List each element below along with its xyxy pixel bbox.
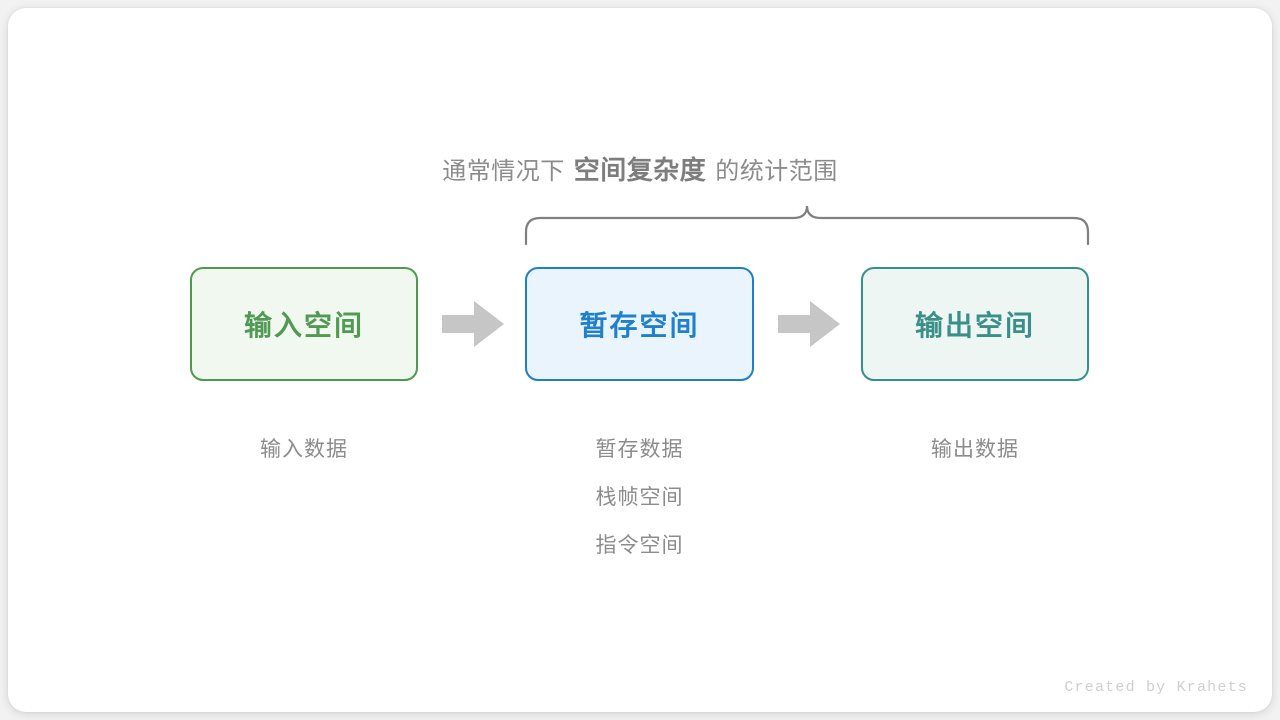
arrow-right-icon [778, 301, 840, 347]
arrow-right-icon [442, 301, 504, 347]
sub-labels-output: 输出数据 [861, 426, 1089, 474]
box-input-space-label: 输入空间 [243, 310, 364, 341]
brace-caption: 通常情况下空间复杂度的统计范围 [0, 150, 1280, 187]
box-input-space[interactable]: 输入空间 [190, 267, 418, 381]
sub-label: 输出数据 [931, 438, 1019, 461]
sub-label: 输入数据 [260, 438, 348, 461]
sub-labels-input: 输入数据 [190, 426, 418, 474]
caption-prefix: 通常情况下 [442, 158, 565, 185]
caption-emphasis: 空间复杂度 [573, 155, 707, 185]
box-temp-space-label: 暂存空间 [579, 310, 700, 341]
box-output-space-label: 输出空间 [914, 310, 1035, 341]
sub-labels-temp: 暂存数据 栈帧空间 指令空间 [525, 426, 754, 570]
sub-label: 暂存数据 [595, 438, 684, 461]
curly-brace-icon [524, 205, 1090, 246]
box-temp-space[interactable]: 暂存空间 [525, 267, 754, 381]
sub-label: 指令空间 [595, 534, 684, 557]
sub-label: 栈帧空间 [595, 486, 684, 509]
signature-text: Created by Krahets [1064, 679, 1248, 696]
box-output-space[interactable]: 输出空间 [861, 267, 1089, 381]
caption-suffix: 的统计范围 [715, 158, 838, 185]
